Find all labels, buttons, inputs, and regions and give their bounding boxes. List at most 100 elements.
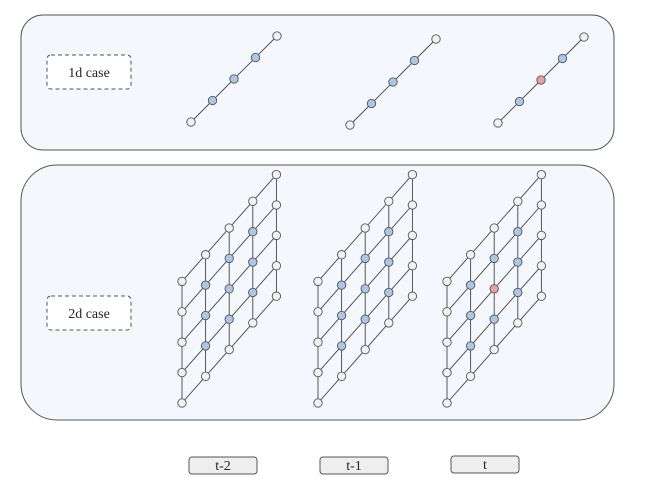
panel-2d	[20, 164, 615, 421]
panel-1d	[20, 14, 615, 151]
node-1d-context	[229, 74, 239, 84]
node-2d-empty	[442, 367, 452, 378]
node-2d-empty	[407, 291, 418, 301]
node-2d-context	[224, 284, 234, 294]
node-2d-empty	[407, 169, 418, 180]
node-2d-empty	[407, 200, 418, 210]
node-2d-empty	[442, 337, 452, 347]
node-2d-context	[513, 287, 523, 298]
node-2d-empty	[200, 371, 211, 381]
node-2d-empty	[489, 344, 499, 355]
node-2d-empty	[536, 230, 547, 241]
node-2d-empty	[442, 398, 452, 408]
node-2d-empty	[313, 307, 323, 317]
node-2d-empty	[200, 250, 211, 260]
node-2d-context	[465, 310, 476, 321]
node-2d-empty	[271, 230, 282, 241]
node-2d-empty	[177, 307, 187, 317]
node-1d-context	[557, 53, 568, 64]
time-box-t	[450, 455, 520, 474]
node-2d-empty	[271, 200, 282, 210]
node-2d-empty	[336, 250, 347, 260]
node-2d-empty	[536, 200, 547, 210]
node-2d-empty	[271, 169, 282, 180]
node-2d-empty	[442, 276, 452, 287]
node-2d-empty	[407, 230, 418, 241]
label-box-1d	[46, 54, 132, 90]
time-box-t-minus-2	[188, 456, 258, 475]
node-2d-empty	[313, 367, 323, 378]
node-1d-empty	[345, 120, 355, 130]
time-box-t-minus-1	[319, 456, 389, 475]
node-1d-context	[388, 77, 398, 87]
node-2d-empty	[248, 318, 258, 328]
time-label-t: t	[483, 458, 487, 473]
node-2d-empty	[177, 337, 187, 347]
node-2d-empty	[313, 337, 323, 347]
node-2d-context	[360, 314, 370, 324]
node-2d-context	[465, 280, 476, 290]
node-2d-empty	[442, 307, 452, 317]
node-2d-context	[513, 257, 523, 267]
label-2d-case: 2d case	[68, 307, 110, 322]
node-2d-context	[336, 341, 347, 351]
node-2d-empty	[407, 261, 418, 271]
node-2d-empty	[513, 318, 523, 328]
node-2d-context	[360, 284, 370, 294]
node-2d-context	[465, 341, 476, 351]
node-2d-empty	[313, 276, 323, 287]
node-2d-empty	[248, 196, 258, 206]
node-2d-empty	[224, 223, 234, 233]
node-2d-empty	[177, 367, 187, 378]
node-2d-empty	[536, 291, 547, 301]
node-2d-context	[336, 280, 347, 290]
grid-layer	[177, 31, 589, 408]
node-2d-context	[384, 227, 394, 237]
node-1d-empty	[493, 118, 503, 128]
time-label-t-minus-2: t-2	[215, 459, 231, 474]
node-2d-context	[360, 253, 370, 264]
node-2d-empty	[177, 398, 187, 408]
node-2d-context	[224, 253, 234, 264]
node-2d-empty	[489, 223, 499, 233]
node-2d-empty	[465, 371, 476, 381]
time-label-t-minus-1: t-1	[346, 459, 362, 474]
node-2d-context	[224, 314, 234, 324]
node-2d-empty	[224, 344, 234, 355]
node-2d-empty	[336, 371, 347, 381]
node-2d-empty	[513, 196, 523, 206]
node-1d-empty	[186, 117, 196, 127]
node-2d-empty	[536, 169, 547, 180]
node-2d-empty	[271, 261, 282, 271]
node-2d-empty	[384, 196, 394, 206]
node-2d-empty	[360, 344, 370, 355]
node-2d-target	[489, 284, 499, 294]
node-1d-empty	[431, 34, 441, 44]
node-2d-context	[200, 280, 211, 290]
node-2d-context	[248, 257, 258, 267]
node-2d-context	[248, 227, 258, 237]
node-2d-context	[489, 253, 499, 264]
node-1d-context	[250, 52, 261, 63]
node-2d-empty	[313, 398, 323, 408]
node-2d-context	[248, 287, 258, 298]
node-2d-empty	[465, 250, 476, 260]
node-1d-empty	[272, 31, 282, 41]
label-1d-case: 1d case	[68, 66, 110, 81]
node-2d-empty	[536, 261, 547, 271]
node-2d-context	[384, 287, 394, 298]
node-2d-empty	[384, 318, 394, 328]
node-2d-empty	[271, 291, 282, 301]
node-1d-context	[409, 55, 420, 66]
node-1d-context	[207, 95, 218, 106]
node-1d-empty	[579, 32, 589, 42]
node-1d-context	[514, 96, 525, 107]
node-1d-context	[366, 98, 377, 109]
node-1d-target	[536, 75, 546, 85]
label-box-2d	[46, 295, 132, 331]
node-2d-empty	[177, 276, 187, 287]
node-2d-context	[489, 314, 499, 324]
node-2d-context	[200, 310, 211, 321]
